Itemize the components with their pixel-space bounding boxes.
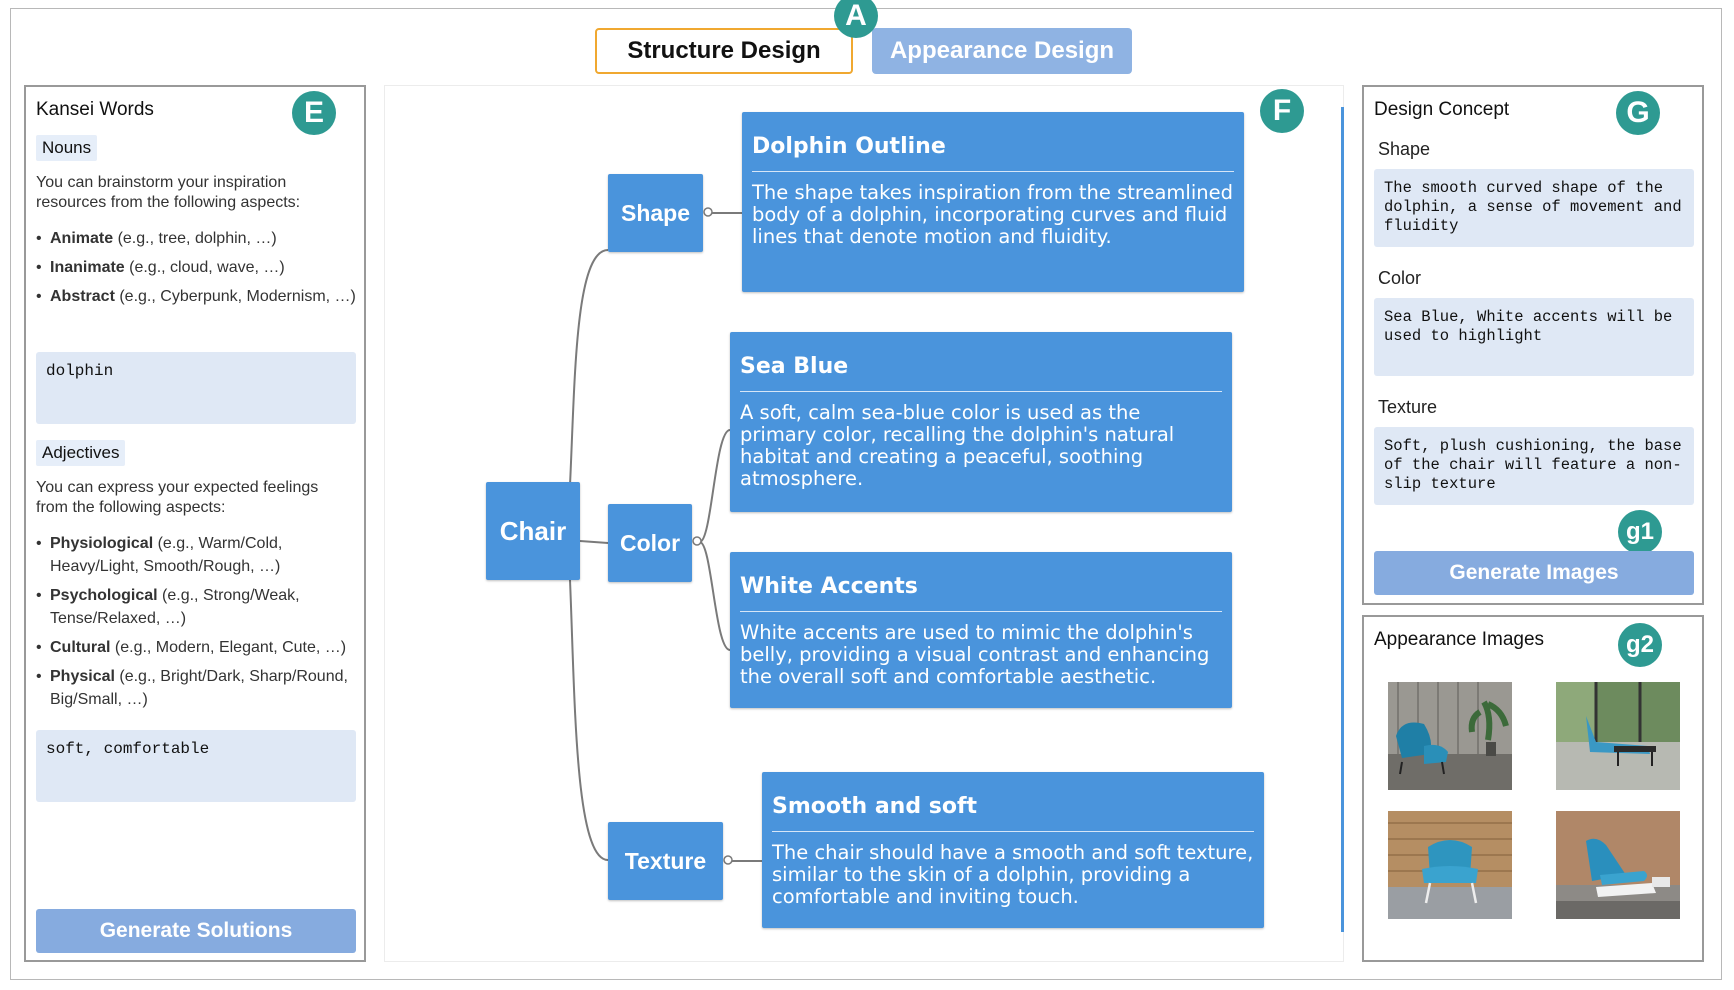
card-title: Smooth and soft	[772, 772, 1254, 832]
card-title: White Accents	[740, 552, 1222, 612]
connector-root-color	[579, 540, 609, 544]
appearance-images-title: Appearance Images	[1374, 629, 1545, 650]
mindmap-node-shape[interactable]: Shape	[608, 174, 703, 252]
list-item: Abstract (e.g., Cyberpunk, Modernism, …)	[36, 285, 356, 308]
list-item: Physical (e.g., Bright/Dark, Sharp/Round…	[36, 665, 356, 711]
nouns-tag: Nouns	[36, 135, 98, 161]
appearance-images-panel: Appearance Images g2	[1362, 615, 1704, 962]
mindmap-root-node[interactable]: Chair	[486, 482, 580, 580]
nouns-aspect-list: Animate (e.g., tree, dolphin, …) Inanima…	[36, 227, 356, 314]
concept-color-text[interactable]: Sea Blue, White accents will be used to …	[1374, 298, 1694, 376]
list-item: Animate (e.g., tree, dolphin, …)	[36, 227, 356, 250]
card-body: A soft, calm sea-blue color is used as t…	[740, 401, 1175, 490]
list-item: Cultural (e.g., Modern, Elegant, Cute, ……	[36, 636, 356, 659]
generate-images-button[interactable]: Generate Images	[1374, 551, 1694, 595]
canvas-scrollbar[interactable]	[1341, 107, 1344, 932]
kansei-words-panel: Kansei Words E Nouns You can brainstorm …	[24, 85, 366, 962]
chair-image-icon	[1388, 682, 1512, 790]
connector-root-texture	[569, 579, 609, 861]
connector-color-seablue	[699, 429, 731, 543]
card-body: The chair should have a smooth and soft …	[772, 841, 1254, 908]
chair-image-icon	[1556, 682, 1680, 790]
card-dolphin-outline[interactable]: Dolphin Outline The shape takes inspirat…	[742, 112, 1244, 292]
appearance-image-2[interactable]	[1556, 682, 1680, 790]
concept-texture-label: Texture	[1378, 397, 1438, 417]
card-body: White accents are used to mimic the dolp…	[740, 621, 1210, 688]
tab-appearance-design[interactable]: Appearance Design	[872, 28, 1132, 74]
card-title: Dolphin Outline	[752, 112, 1234, 172]
card-white-accents[interactable]: White Accents White accents are used to …	[730, 552, 1232, 708]
appearance-image-4[interactable]	[1556, 811, 1680, 919]
list-item: Psychological (e.g., Strong/Weak, Tense/…	[36, 584, 356, 630]
adjectives-hint: You can express your expected feelings f…	[36, 479, 319, 516]
list-item: Inanimate (e.g., cloud, wave, …)	[36, 256, 356, 279]
nouns-input[interactable]: dolphin	[36, 352, 356, 424]
appearance-image-1[interactable]	[1388, 682, 1512, 790]
design-concept-title: Design Concept	[1374, 99, 1510, 120]
generate-solutions-button[interactable]: Generate Solutions	[36, 909, 356, 953]
badge-g2: g2	[1618, 623, 1662, 667]
mindmap-node-texture[interactable]: Texture	[608, 822, 723, 900]
badge-a: A	[834, 0, 878, 38]
badge-g: G	[1616, 91, 1660, 135]
card-body: The shape takes inspiration from the str…	[752, 181, 1233, 248]
concept-color-label: Color	[1378, 268, 1422, 288]
list-item: Physiological (e.g., Warm/Cold, Heavy/Li…	[36, 532, 356, 578]
connector-root-shape	[569, 249, 609, 486]
badge-f: F	[1260, 89, 1304, 133]
chair-image-icon	[1556, 811, 1680, 919]
connector-color-white	[699, 541, 731, 651]
adjectives-aspect-list: Physiological (e.g., Warm/Cold, Heavy/Li…	[36, 532, 356, 717]
concept-texture-text[interactable]: Soft, plush cushioning, the base of the …	[1374, 427, 1694, 505]
adjectives-tag: Adjectives	[36, 440, 126, 466]
card-title: Sea Blue	[740, 332, 1222, 392]
badge-e: E	[292, 91, 336, 135]
nouns-hint: You can brainstorm your inspiration reso…	[36, 174, 301, 211]
mindmap-node-color[interactable]: Color	[608, 504, 692, 582]
tab-structure-design[interactable]: Structure Design	[595, 28, 853, 74]
adjectives-input[interactable]: soft, comfortable	[36, 730, 356, 802]
chair-image-icon	[1388, 811, 1512, 919]
card-smooth-and-soft[interactable]: Smooth and soft The chair should have a …	[762, 772, 1264, 928]
concept-shape-text[interactable]: The smooth curved shape of the dolphin, …	[1374, 169, 1694, 247]
badge-g1: g1	[1618, 510, 1662, 554]
appearance-image-3[interactable]	[1388, 811, 1512, 919]
card-sea-blue[interactable]: Sea Blue A soft, calm sea-blue color is …	[730, 332, 1232, 512]
concept-shape-label: Shape	[1378, 139, 1431, 159]
kansei-words-title: Kansei Words	[36, 99, 154, 120]
design-concept-panel: Design Concept G Shape The smooth curved…	[1362, 85, 1704, 605]
